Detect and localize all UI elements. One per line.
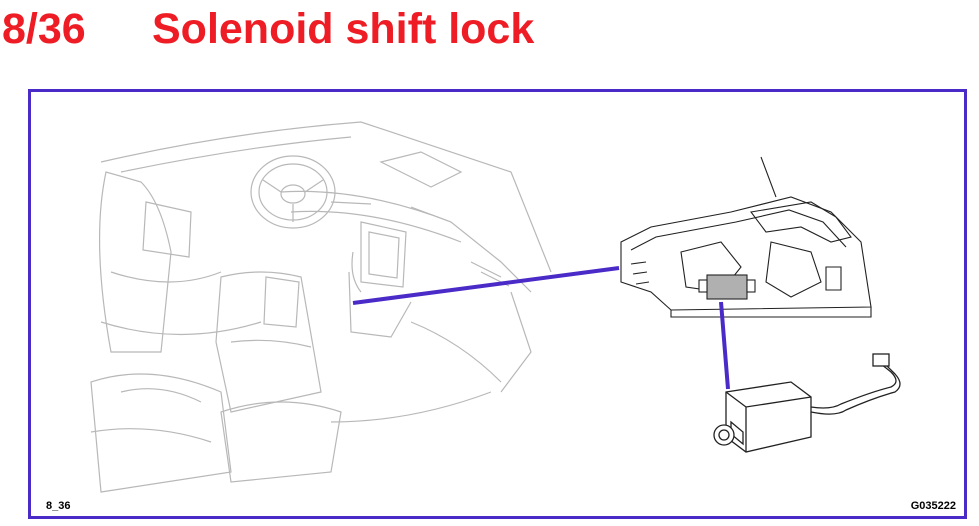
car-interior-sketch bbox=[90, 121, 552, 493]
figure-frame: 8_36 G035222 bbox=[28, 89, 967, 519]
figure-code-left: 8_36 bbox=[46, 500, 71, 512]
title-row: 8/36 Solenoid shift lock bbox=[0, 4, 979, 54]
leader-lines bbox=[352, 266, 730, 390]
leader-line-shifter-to-solenoid bbox=[719, 301, 730, 390]
page-number: 8/36 bbox=[2, 5, 86, 53]
figure-code-right: G035222 bbox=[910, 500, 956, 512]
leader-line-console-to-shifter bbox=[352, 266, 620, 305]
solenoid-component bbox=[713, 353, 901, 453]
diagram-illustration bbox=[90, 121, 901, 493]
page-title: Solenoid shift lock bbox=[152, 5, 535, 53]
shifter-assembly-detail bbox=[620, 156, 872, 318]
